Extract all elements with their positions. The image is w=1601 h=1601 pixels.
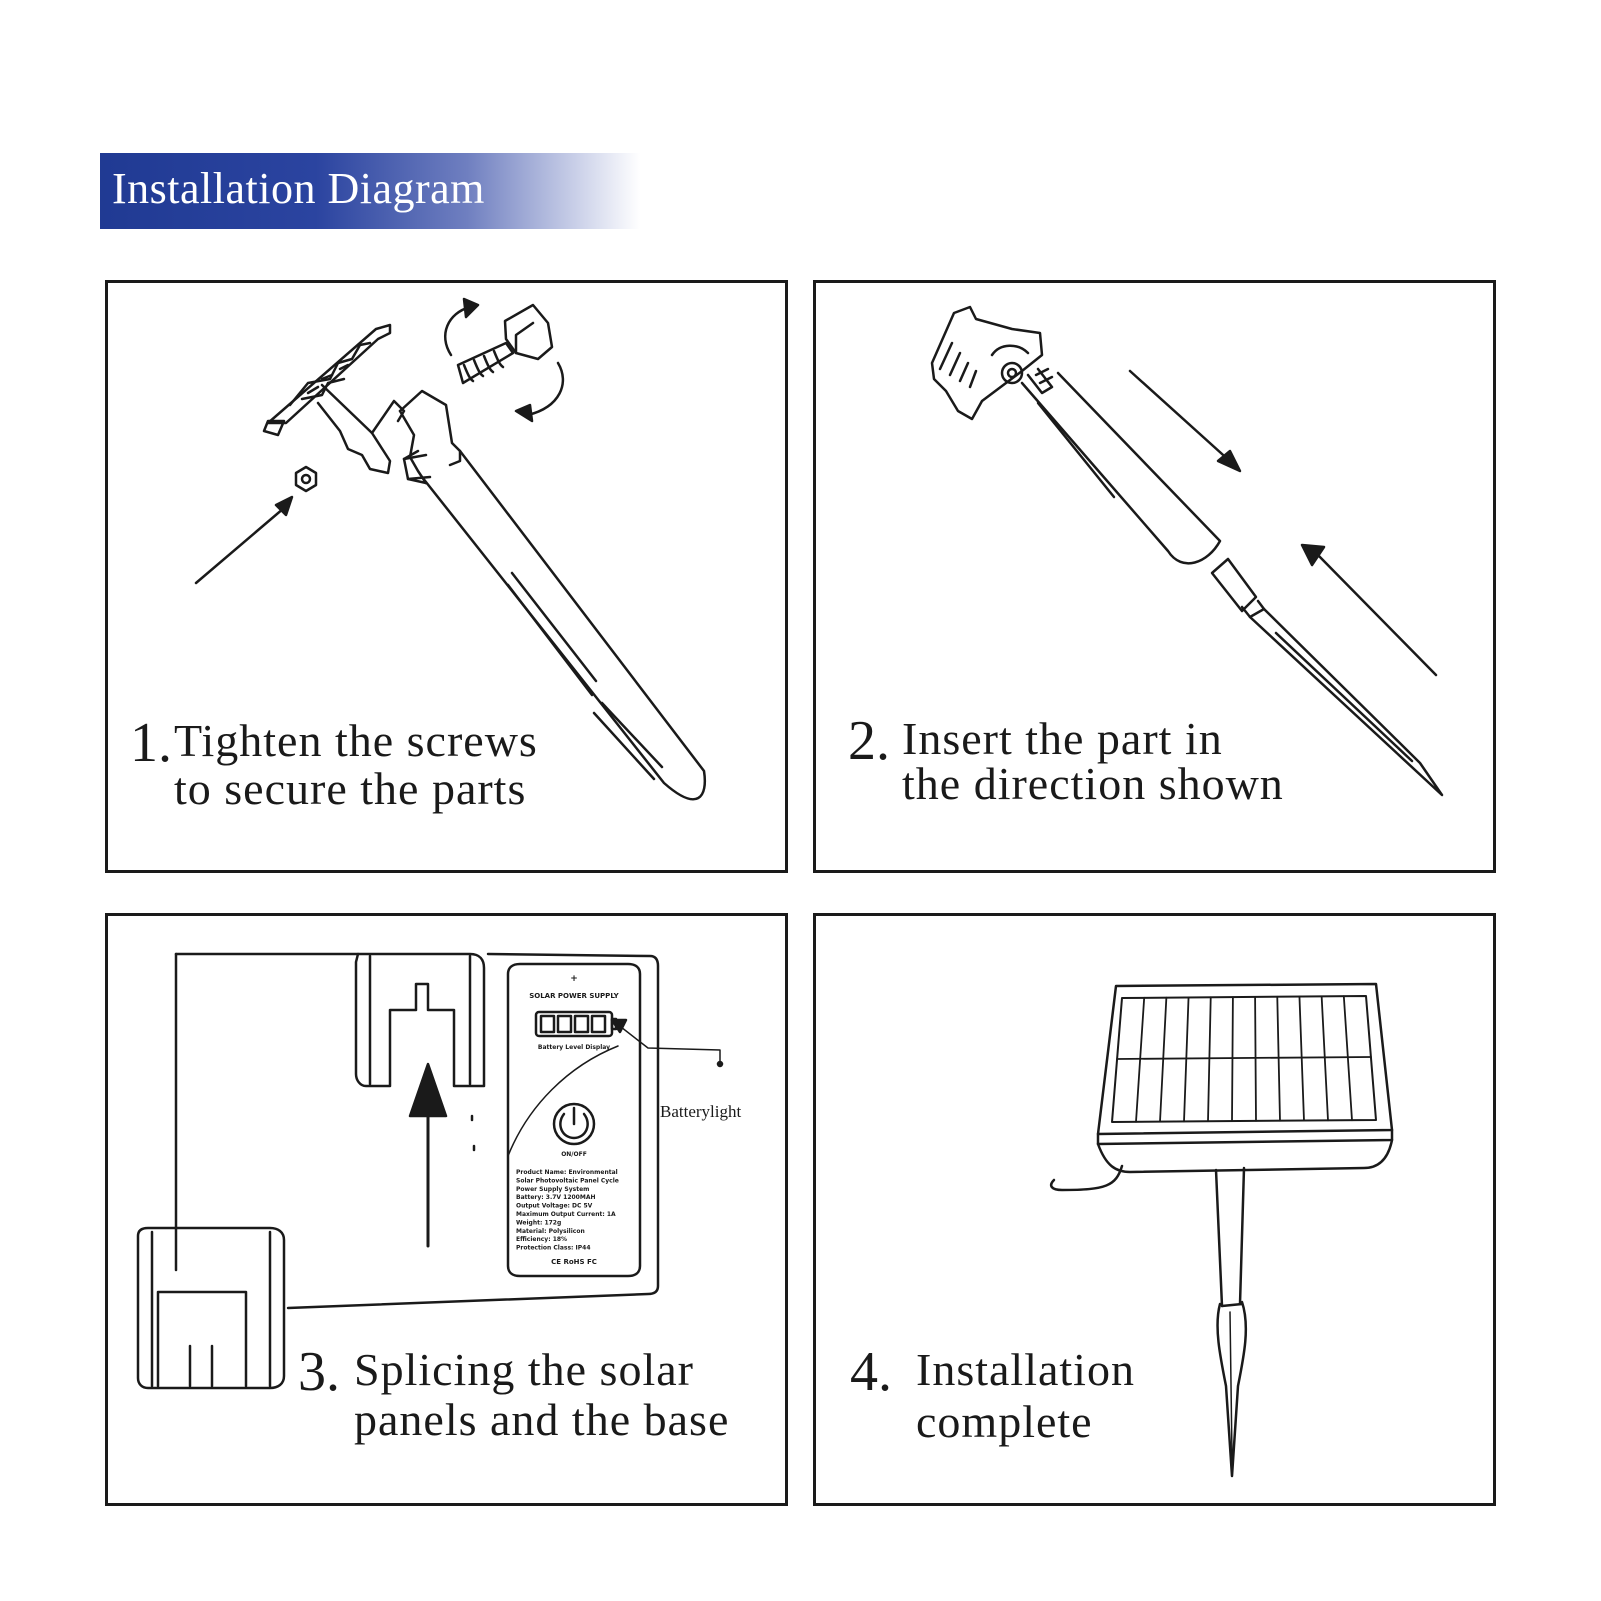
base-piece xyxy=(136,1226,286,1390)
screw xyxy=(456,303,554,385)
card-spec-line: Power Supply System xyxy=(516,1186,589,1193)
spec-label-card xyxy=(506,962,642,1278)
step-3-line-2: panels and the base xyxy=(354,1394,730,1445)
step-3-number: 3. xyxy=(298,1341,340,1403)
step-4-illustration xyxy=(1050,982,1394,1478)
step-2-panel: 2. Insert the part in the direction show… xyxy=(813,280,1496,873)
upper-tube xyxy=(1020,371,1222,565)
card-spec-line: Battery: 3.7V 1200MAH xyxy=(516,1194,595,1201)
cell-divider xyxy=(1342,995,1353,1122)
step-3-panel: + SOLAR POWER SUPPLY Battery Level Displ… xyxy=(105,913,788,1506)
step-2-number: 2. xyxy=(848,710,890,772)
cell-divider xyxy=(1183,996,1190,1123)
mount-slot xyxy=(354,952,486,1088)
step-1-panel: 1. Tighten the screws to secure the part… xyxy=(105,280,788,873)
card-spec-line: Efficiency: 18% xyxy=(516,1236,567,1243)
svg-text:+: + xyxy=(570,974,578,984)
card-marks: CE RoHS FC xyxy=(551,1258,597,1266)
step-1-line-1: Tighten the screws xyxy=(174,715,538,766)
card-spec-line: Maximum Output Current: 1A xyxy=(516,1211,616,1218)
card-brand: SOLAR POWER SUPPLY xyxy=(529,992,619,1000)
card-spec-line: Material: Polysilicon xyxy=(516,1228,585,1235)
cell-divider xyxy=(1298,995,1305,1122)
card-spec-line: Protection Class: IP44 xyxy=(516,1245,591,1252)
card-spec-line: Product Name: Environmental xyxy=(516,1169,618,1176)
step-2-line-2: the direction shown xyxy=(902,758,1284,809)
card-battery-level: Battery Level Display xyxy=(538,1044,610,1051)
ground-stake xyxy=(1214,1166,1248,1478)
step-2-line-1: Insert the part in xyxy=(902,713,1223,764)
card-spec-line: Weight: 172g xyxy=(516,1219,561,1226)
step-4-line-2: complete xyxy=(916,1396,1093,1447)
step-1-line-2: to secure the parts xyxy=(174,763,527,814)
ground-spike xyxy=(1210,557,1444,797)
cell-divider xyxy=(1135,996,1146,1123)
card-spec-line: Output Voltage: DC 5V xyxy=(516,1203,593,1210)
cell-divider xyxy=(1159,996,1168,1123)
solar-panel xyxy=(1096,982,1394,1174)
card-switch: ON/OFF xyxy=(561,1151,587,1158)
solar-cells xyxy=(1116,995,1372,1123)
cable xyxy=(1050,1164,1124,1192)
step-4-line-1: Installation xyxy=(916,1344,1135,1395)
step-3-illustration: + SOLAR POWER SUPPLY Battery Level Displ… xyxy=(136,952,724,1390)
clamp-head xyxy=(930,305,1054,421)
card-spec-line: Solar Photovoltaic Panel Cycle xyxy=(516,1177,619,1184)
clamp-bracket xyxy=(262,323,406,475)
cell-divider xyxy=(1231,996,1234,1122)
step-2-illustration xyxy=(930,305,1444,797)
cell-divider xyxy=(1276,995,1281,1122)
cell-divider xyxy=(1207,996,1212,1123)
step-1-illustration xyxy=(194,297,707,801)
step-4-panel: 4. Installation complete xyxy=(813,913,1496,1506)
step-4-number: 4. xyxy=(850,1341,892,1403)
step-1-number: 1. xyxy=(130,712,172,774)
cell-divider xyxy=(1116,1056,1372,1060)
page-title: Installation Diagram xyxy=(112,164,485,213)
cell-divider xyxy=(1254,996,1257,1122)
battery-light-label: Batterylight xyxy=(660,1102,742,1121)
header-banner: Installation Diagram xyxy=(100,153,640,229)
nut xyxy=(294,465,318,493)
step-3-line-1: Splicing the solar xyxy=(354,1344,694,1395)
cell-divider xyxy=(1320,995,1329,1122)
stake-pole xyxy=(398,389,707,801)
